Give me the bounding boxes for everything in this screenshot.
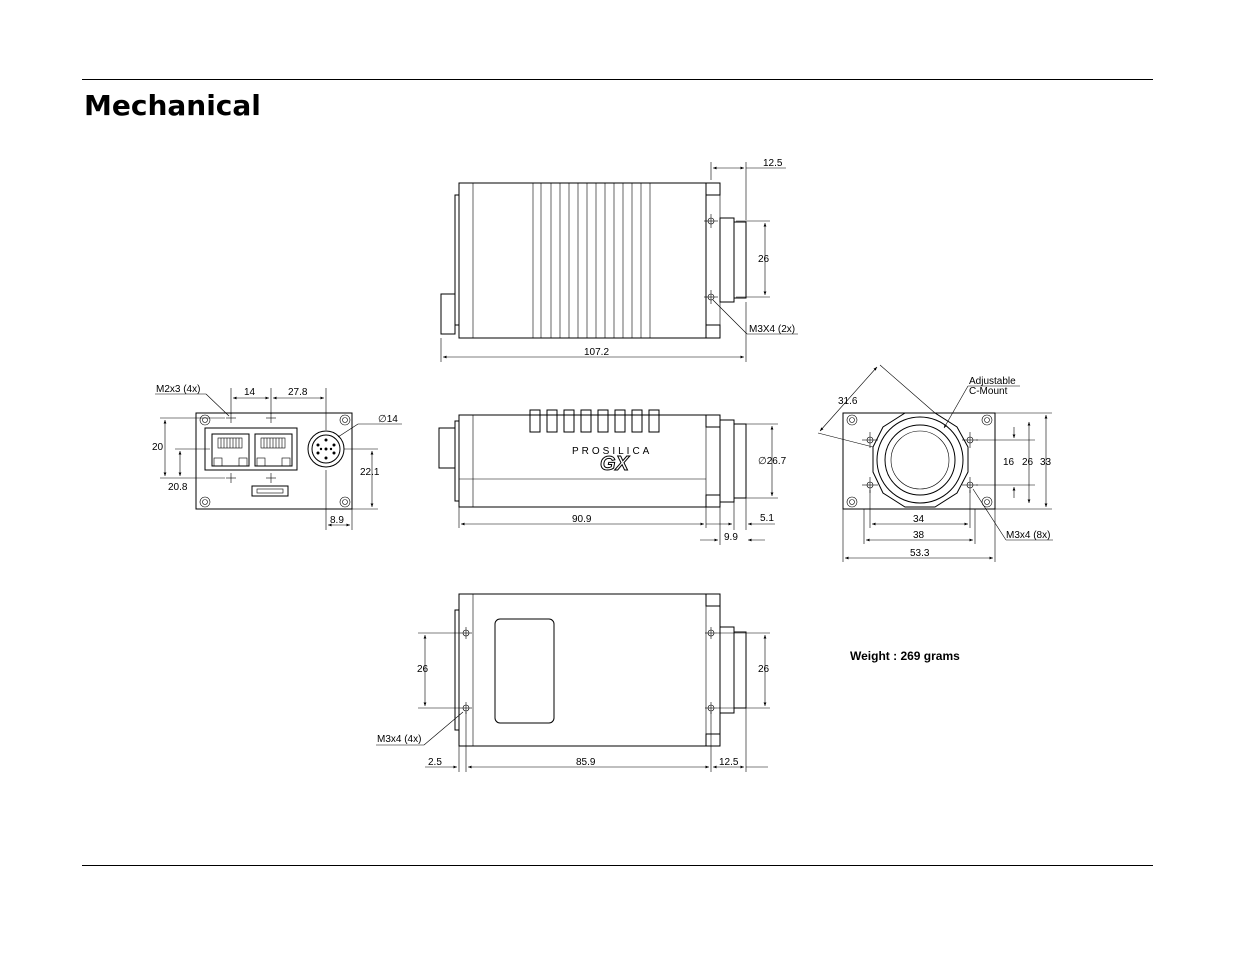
- rear-view: M2x3 (4x) 14 27.8 ∅14 20 20.8 22.1 8.9: [152, 384, 402, 530]
- dim-26-bottom-left: 26: [417, 664, 429, 675]
- dim-26-top: 26: [758, 254, 770, 265]
- svg-text:PROSILICA: PROSILICA: [572, 446, 652, 457]
- dim-31-6: 31.6: [838, 396, 858, 407]
- prosilica-gx-logo: PROSILICA GX: [572, 446, 652, 476]
- bottom-rule: [82, 865, 1153, 866]
- dim-85-9: 85.9: [576, 757, 596, 768]
- page-title: Mechanical: [84, 89, 261, 122]
- dim-2-5: 2.5: [428, 757, 442, 768]
- front-view: Adjustable C-Mount 31.6 16 26 33 34 38 5…: [817, 364, 1053, 562]
- svg-text:GX: GX: [600, 453, 631, 475]
- weight-label: Weight : 269 grams: [850, 649, 960, 663]
- dim-14-rear: 14: [244, 387, 256, 398]
- dim-12-5-top: 12.5: [763, 158, 783, 169]
- dim-27-8: 27.8: [288, 387, 308, 398]
- dim-53-3: 53.3: [910, 548, 930, 559]
- dim-26-bottom-right: 26: [758, 664, 770, 675]
- dim-38: 38: [913, 530, 925, 541]
- dim-22-1: 22.1: [360, 467, 380, 478]
- dim-8-9: 8.9: [330, 515, 344, 526]
- top-rule: [82, 79, 1153, 80]
- dim-90-9: 90.9: [572, 514, 592, 525]
- label-cmount: C-Mount: [969, 386, 1008, 397]
- dim-33: 33: [1040, 457, 1052, 468]
- dim-26-front: 26: [1022, 457, 1034, 468]
- dim-16: 16: [1003, 457, 1015, 468]
- note-m3x4-8x: M3x4 (8x): [1006, 530, 1050, 541]
- dim-5-1: 5.1: [760, 513, 774, 524]
- bottom-view: 26 26 M3x4 (4x) 2.5 85.9 12.5: [376, 593, 770, 772]
- note-m2x3-4x: M2x3 (4x): [156, 384, 200, 395]
- note-m3x4-2x: M3X4 (2x): [749, 324, 795, 335]
- side-view: PROSILICA GX ∅26.7 90.9 5.1 9.9: [438, 409, 787, 545]
- dim-9-9: 9.9: [724, 532, 738, 543]
- note-m3x4-4x: M3x4 (4x): [377, 734, 421, 745]
- dim-34: 34: [913, 514, 925, 525]
- dim-107-2: 107.2: [584, 347, 609, 358]
- top-view: 12.5 26 M3X4 (2x) 107.2: [440, 158, 798, 362]
- dim-dia26-7: ∅26.7: [758, 456, 787, 467]
- label-adjustable: Adjustable: [969, 376, 1016, 387]
- dim-12-5-bottom: 12.5: [719, 757, 739, 768]
- dim-dia14: ∅14: [378, 414, 398, 425]
- dim-20-8: 20.8: [168, 482, 188, 493]
- dim-20: 20: [152, 442, 164, 453]
